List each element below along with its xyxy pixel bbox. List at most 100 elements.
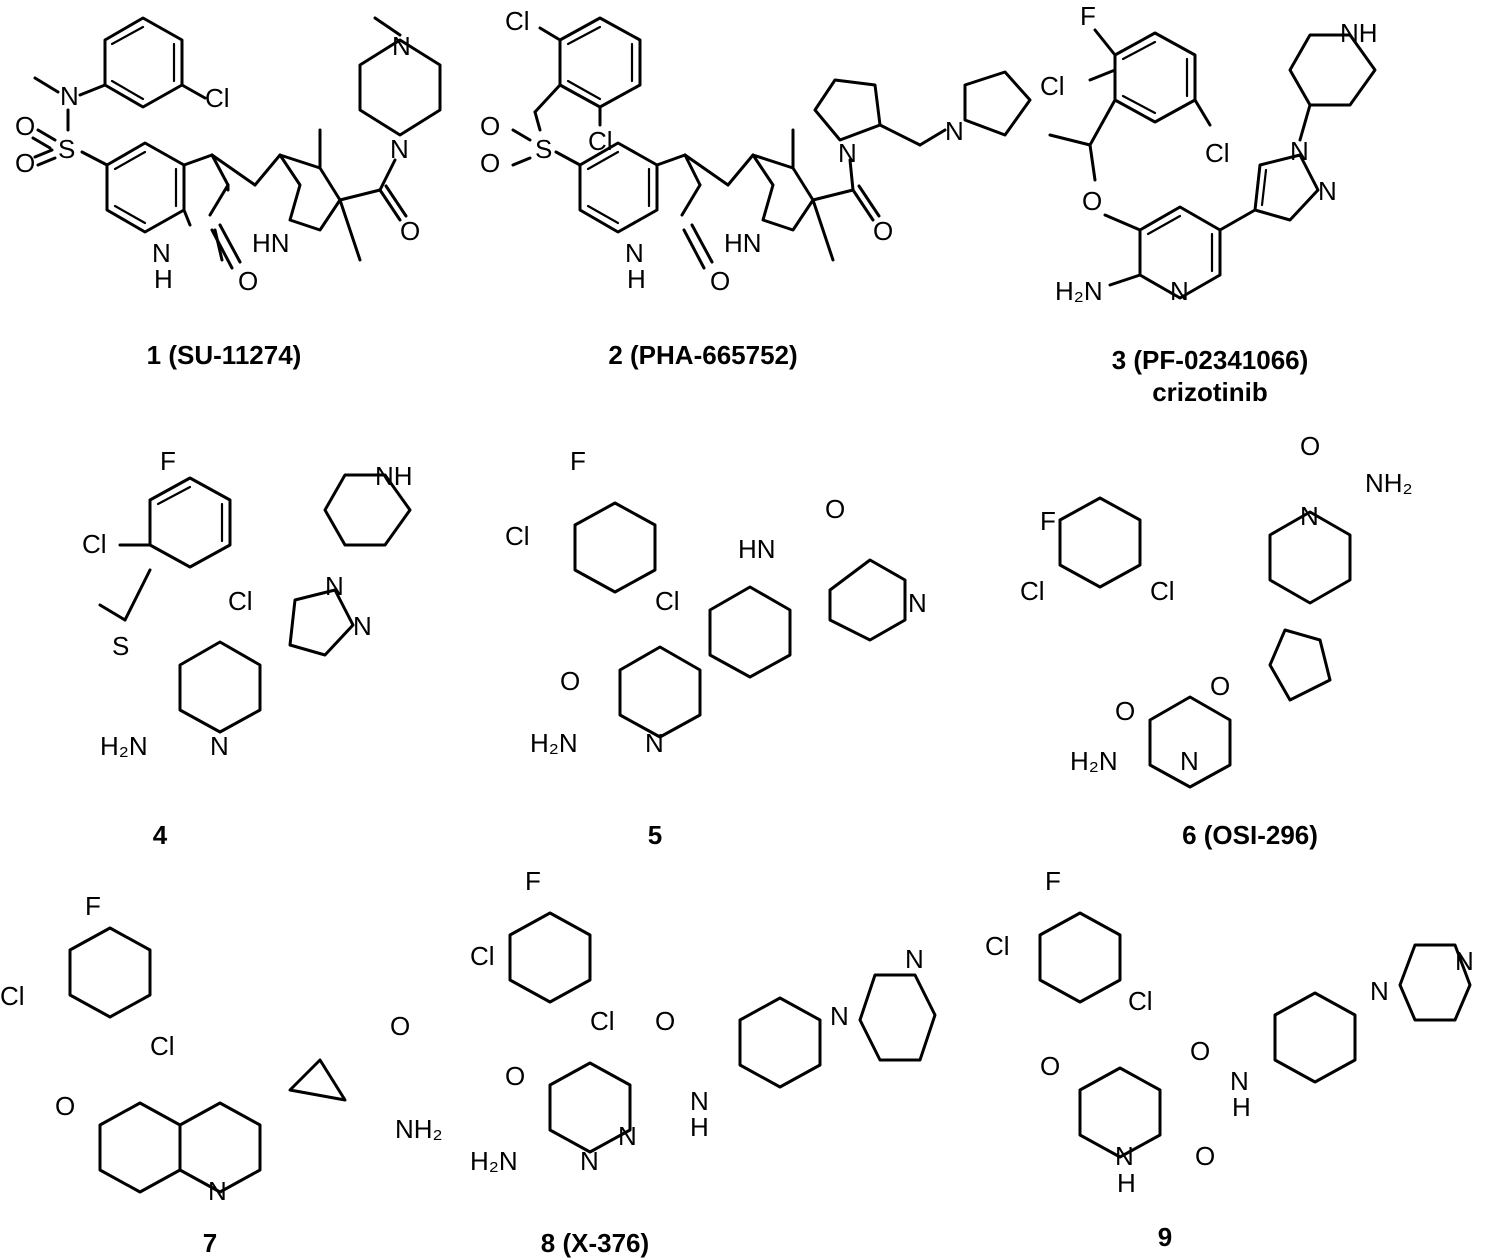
atom-n: N	[618, 1121, 637, 1151]
atom-h: H	[1232, 1092, 1251, 1122]
atom-f: F	[160, 446, 176, 476]
atom-cl: Cl	[588, 126, 613, 156]
atom-f: F	[525, 866, 541, 896]
atom-n: N	[1370, 976, 1389, 1006]
atom-nh: N	[690, 1086, 709, 1116]
atom-nh: HN	[738, 534, 776, 564]
atom-n: N	[208, 1176, 227, 1206]
atom-cl: Cl	[1040, 71, 1065, 101]
atom-cl: Cl	[205, 83, 230, 113]
atom-cl: Cl	[1150, 576, 1175, 606]
atom-n: N	[1300, 501, 1319, 531]
atom-cl: Cl	[0, 981, 25, 1011]
atom-nh: N	[1230, 1066, 1249, 1096]
compound-label-2: 2 (PHA-665752)	[608, 340, 798, 370]
atom-n: N	[392, 31, 411, 61]
atom-o: O	[1040, 1051, 1060, 1081]
atom-n: N	[945, 116, 964, 146]
atom-s: S	[535, 134, 552, 164]
atom-cl: Cl	[1205, 138, 1230, 168]
compound-label-8: 8 (X-376)	[540, 1228, 650, 1258]
atom-o: O	[480, 148, 500, 178]
atom-cl: Cl	[655, 586, 680, 616]
atom-nh: NH	[1340, 18, 1378, 48]
atom-cl: Cl	[150, 1031, 175, 1061]
structure-5: F Cl Cl O H₂N N HN O N	[505, 446, 927, 758]
atom-n: N	[1170, 276, 1189, 306]
compound-label-1: 1 (SU-11274)	[146, 340, 302, 370]
atom-nh2: H₂N	[1055, 276, 1103, 306]
atom-nh: N	[1115, 1141, 1134, 1171]
atom-o: O	[15, 111, 35, 141]
atom-o: O	[873, 216, 893, 246]
atom-f: F	[570, 446, 586, 476]
compound-label-6: 6 (OSI-296)	[1182, 820, 1318, 850]
compound-label-7: 7	[202, 1228, 218, 1258]
atom-n: N	[325, 571, 344, 601]
atom-o: O	[1115, 696, 1135, 726]
atom-s: S	[58, 134, 75, 164]
atom-s: S	[112, 631, 129, 661]
structure-3: F Cl Cl O H₂N N N N NH	[1040, 1, 1378, 306]
atom-o: O	[1082, 186, 1102, 216]
structure-7: F Cl Cl O N O NH₂	[0, 891, 443, 1206]
compound-sublabel-3: crizotinib	[1152, 377, 1268, 407]
structure-9: F Cl Cl O N H O O N H N N	[985, 866, 1474, 1198]
atom-cl: Cl	[505, 521, 530, 551]
structure-2: Cl Cl S O O N H O HN O N	[480, 6, 1032, 296]
atom-cl: Cl	[1128, 986, 1153, 1016]
atom-hn: HN	[724, 228, 762, 258]
compound-label-5: 5	[647, 820, 663, 850]
atom-nh2: H₂N	[470, 1146, 518, 1176]
atom-n: N	[580, 1146, 599, 1176]
atom-o: O	[1210, 671, 1230, 701]
atom-h: H	[690, 1112, 709, 1142]
atom-f: F	[1045, 866, 1061, 896]
structure-6: F Cl Cl O O H₂N N N O NH₂	[1020, 431, 1413, 789]
atom-n: N	[830, 1001, 849, 1031]
atom-n: N	[908, 588, 927, 618]
atom-n: N	[210, 731, 229, 761]
atom-cl: Cl	[1020, 576, 1045, 606]
atom-f: F	[85, 891, 101, 921]
atom-n: N	[353, 611, 372, 641]
atom-o: O	[505, 1061, 525, 1091]
atom-n: N	[905, 944, 924, 974]
atom-nh: N	[152, 238, 171, 268]
atom-cl: Cl	[590, 1006, 615, 1036]
atom-nh2: H₂N	[100, 731, 148, 761]
atom-nh2: NH₂	[395, 1114, 443, 1144]
compound-label-3: 3 (PF-02341066)	[1111, 345, 1309, 375]
atom-o: O	[1195, 1141, 1215, 1171]
atom-n: N	[1180, 746, 1199, 776]
atom-h: H	[1117, 1168, 1136, 1198]
atom-nh2: NH₂	[1365, 468, 1413, 498]
atom-nh2: H₂N	[1070, 746, 1118, 776]
compound-label-9: 9	[1157, 1222, 1173, 1252]
atom-o: O	[655, 1006, 675, 1036]
atom-cl: Cl	[228, 586, 253, 616]
atom-h: H	[627, 264, 646, 294]
atom-cl: Cl	[505, 6, 530, 36]
atom-cl: Cl	[985, 931, 1010, 961]
atom-nh2: H₂N	[530, 728, 578, 758]
atom-cl: Cl	[470, 941, 495, 971]
atom-f: F	[1040, 506, 1056, 536]
atom-o: O	[1190, 1036, 1210, 1066]
atom-o: O	[55, 1091, 75, 1121]
compound-label-4: 4	[152, 820, 168, 850]
atom-o: O	[480, 111, 500, 141]
atom-n: N	[60, 81, 79, 111]
atom-n: N	[390, 134, 409, 164]
atom-cl: Cl	[82, 529, 107, 559]
atom-n: N	[1318, 176, 1337, 206]
atom-o: O	[400, 216, 420, 246]
atom-o: O	[710, 266, 730, 296]
structure-4: F Cl Cl S H₂N N N N NH	[82, 446, 413, 761]
atom-o: O	[390, 1011, 410, 1041]
atom-nh: NH	[375, 461, 413, 491]
structure-8: F Cl Cl O H₂N N N O N H N N	[470, 866, 937, 1176]
atom-f: F	[1080, 1, 1096, 31]
atom-o: O	[560, 666, 580, 696]
